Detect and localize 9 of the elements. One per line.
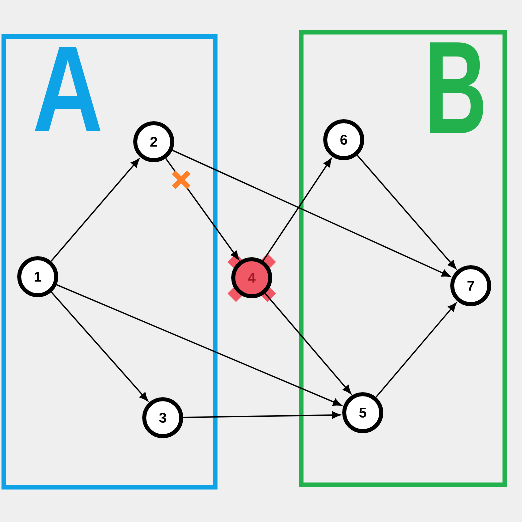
arrow — [172, 150, 451, 278]
arrow — [356, 155, 457, 270]
arrow — [51, 292, 148, 402]
arrow — [376, 302, 457, 398]
arrow — [264, 293, 352, 394]
arrow — [262, 158, 332, 262]
arrow — [183, 412, 341, 420]
arrow — [50, 158, 140, 262]
arrow — [56, 284, 342, 406]
